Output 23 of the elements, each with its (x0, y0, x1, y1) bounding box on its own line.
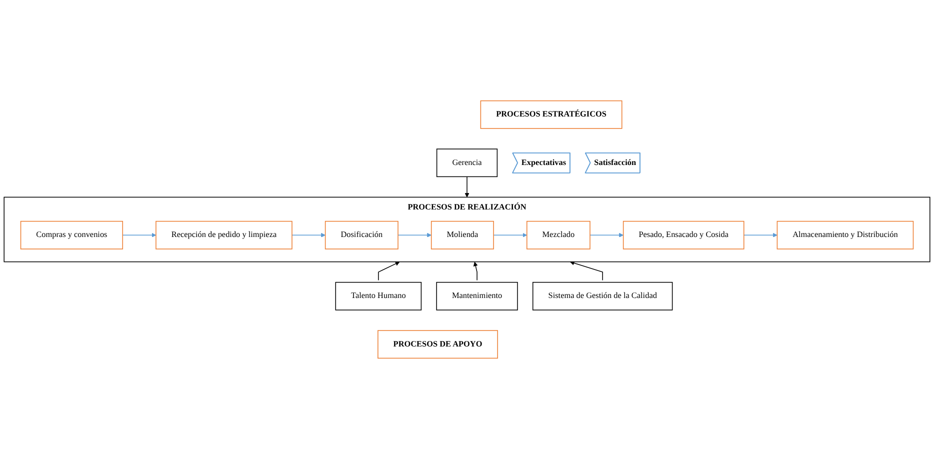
node-box: Dosificación (324, 220, 398, 250)
node-box: Sistema de Gestión de la Calidad (532, 282, 673, 310)
node-box: Talento Humano (335, 282, 422, 310)
node-box: Gerencia (436, 148, 498, 178)
node-box: Molienda (430, 220, 494, 250)
node-box: Mezclado (526, 220, 590, 250)
arrow (570, 260, 603, 281)
arrow (590, 232, 624, 238)
node-box: Recepción de pedido y limpieza (156, 220, 292, 250)
arrow (493, 232, 528, 238)
node-box: Almacenamiento y Distribución (776, 220, 914, 250)
node-box: Compras y convenios (20, 220, 124, 250)
arrow (378, 262, 400, 281)
arrow (292, 232, 326, 238)
arrow (743, 232, 778, 238)
node-box: PROCESOS ESTRATÉGICOS (480, 100, 622, 129)
arrow (398, 232, 432, 238)
node-box: PROCESOS DE APOYO (378, 330, 498, 359)
node-box: Pesado, Ensacado y Cosida (622, 220, 744, 250)
arrow (464, 176, 470, 198)
node-box: Mantenimiento (436, 282, 518, 310)
arrow (122, 232, 156, 238)
arrow (473, 262, 478, 281)
